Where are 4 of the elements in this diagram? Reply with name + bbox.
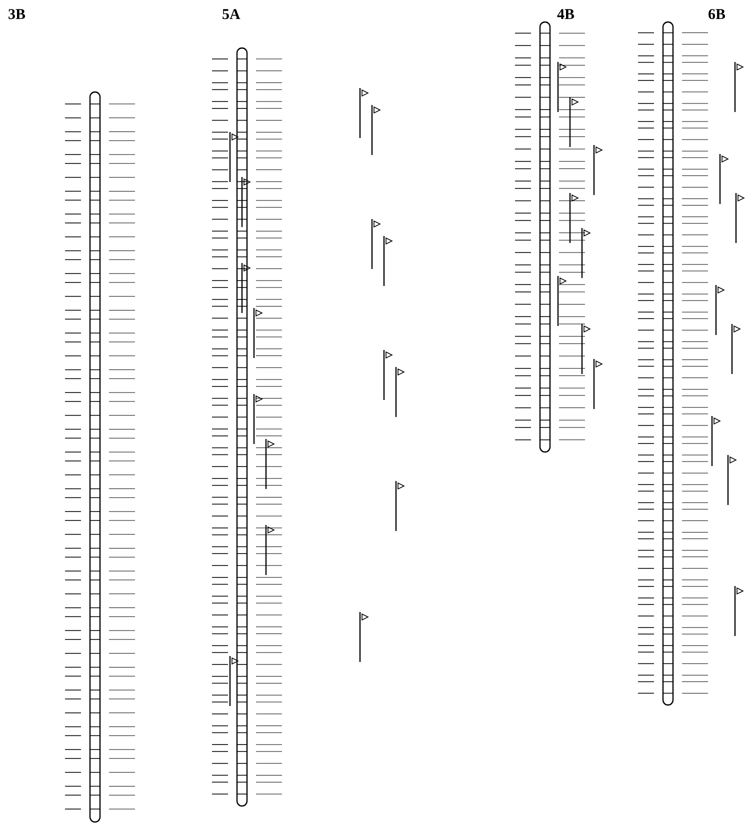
chromosome-label: 6B (708, 6, 726, 24)
chromosome-label: 3B (8, 6, 26, 24)
chromosome-label: 5A (222, 6, 240, 24)
chromosome-label: 4B (557, 6, 575, 24)
